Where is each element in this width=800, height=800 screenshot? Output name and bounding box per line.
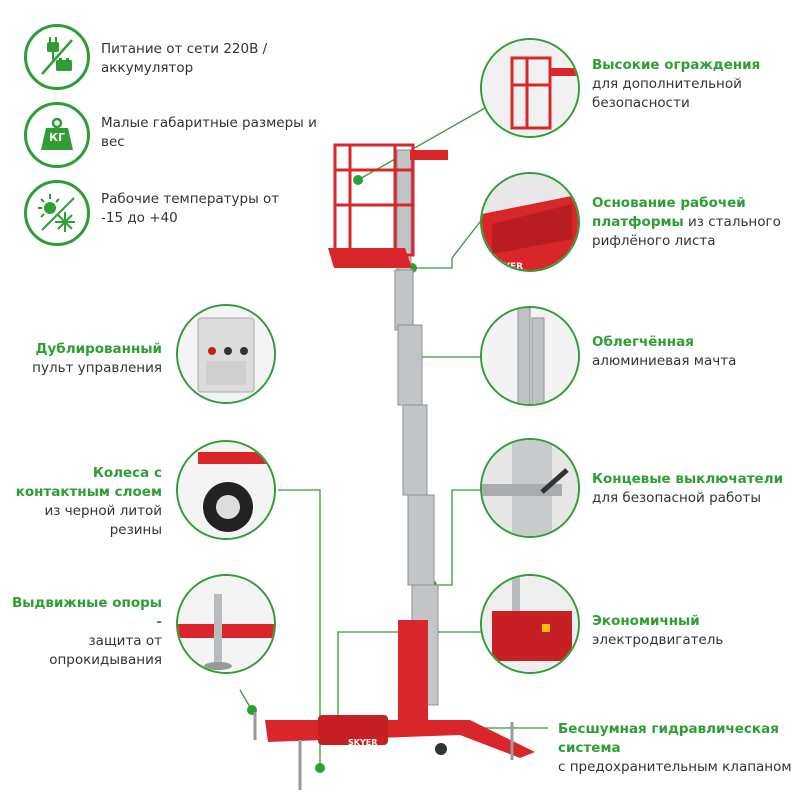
callout-control-panel-text: пульт управления <box>32 360 162 376</box>
callout-outriggers-text: защита от опрокидывания <box>49 633 162 668</box>
outrigger-legs <box>253 712 514 790</box>
callout-hydraulics-bold: Бесшумная гидравлическая система <box>558 721 779 756</box>
lift-base-frame <box>265 720 535 758</box>
feature-weight-icon-circle: КГ <box>24 102 90 168</box>
detail-outriggers-image <box>176 574 276 674</box>
callout-wheels: Колеса с контактным слоем из черной лито… <box>5 464 162 540</box>
lift-base-housing <box>318 715 388 745</box>
callout-outriggers-bold: Выдвижные опоры - <box>12 595 162 630</box>
temperature-sun-snow-icon <box>38 194 75 232</box>
platform-top-bar <box>410 150 448 160</box>
feature-power-text: Питание от сети 220В / аккумулятор <box>101 41 268 76</box>
callout-hydraulics-text: с предохранительным клапаном <box>558 759 792 775</box>
callout-wheels-text: из черной литой резины <box>44 503 162 538</box>
callout-control-panel-bold: Дублированный <box>35 341 162 357</box>
callout-platform-base: Основание рабочей платформы из стального… <box>592 194 797 251</box>
callout-motor: Экономичный электродвигатель <box>592 612 792 650</box>
callout-platform-base-text: из стального рифлёного листа <box>592 214 781 249</box>
weight-kg-icon <box>41 117 73 150</box>
callout-mast-bold: Облегчённая <box>592 334 694 350</box>
base-brand-logo: SKYER <box>348 738 377 747</box>
callout-control-panel: Дублированный пульт управления <box>10 340 162 378</box>
weight-kg-label: КГ <box>48 131 65 144</box>
callout-platform-base-bold: Основание рабочей платформы <box>592 195 746 230</box>
feature-size-text: Малые габаритные размеры и вес <box>101 115 317 150</box>
callout-hydraulics: Бесшумная гидравлическая система с предо… <box>558 720 793 777</box>
callout-outriggers: Выдвижные опоры - защита от опрокидывани… <box>10 594 162 670</box>
callout-limit-switches: Концевые выключатели для безопасной рабо… <box>592 470 792 508</box>
detail-control-panel-image <box>176 304 276 404</box>
detail-motor-image <box>480 574 580 674</box>
callout-mast-text: алюминиевая мачта <box>592 353 737 369</box>
detail-mast-image <box>480 306 580 406</box>
feature-temperature-icon-circle <box>24 180 90 246</box>
detail-limit-switches-image <box>480 438 580 538</box>
callout-mast: Облегчённая алюминиевая мачта <box>592 333 792 371</box>
callout-limit-switches-text: для безопасной работы <box>592 490 762 506</box>
callout-limit-switches-bold: Концевые выключатели <box>592 471 784 487</box>
base-wheel <box>435 743 447 755</box>
callout-motor-text: электродвигатель <box>592 632 724 648</box>
power-plug-battery-icon <box>41 37 73 75</box>
callout-guardrails: Высокие ограждения для дополнительной бе… <box>592 56 792 113</box>
callout-guardrails-text: для дополнительной безопасности <box>592 76 742 111</box>
callout-motor-bold: Экономичный <box>592 613 700 629</box>
platform-cage <box>333 143 415 257</box>
lift-rear-column <box>398 620 428 725</box>
feature-temperature-text: Рабочие температуры от -15 до +40 <box>101 191 280 226</box>
platform-floor <box>328 248 412 268</box>
detail-platform-base-image: SKYER <box>480 172 580 272</box>
detail-wheels-image <box>176 440 276 540</box>
detail-guardrails-image <box>480 38 580 138</box>
callout-wheels-bold: Колеса с контактным слоем <box>15 465 162 500</box>
feature-power-icon-circle <box>24 24 90 90</box>
callout-guardrails-bold: Высокие ограждения <box>592 57 761 73</box>
